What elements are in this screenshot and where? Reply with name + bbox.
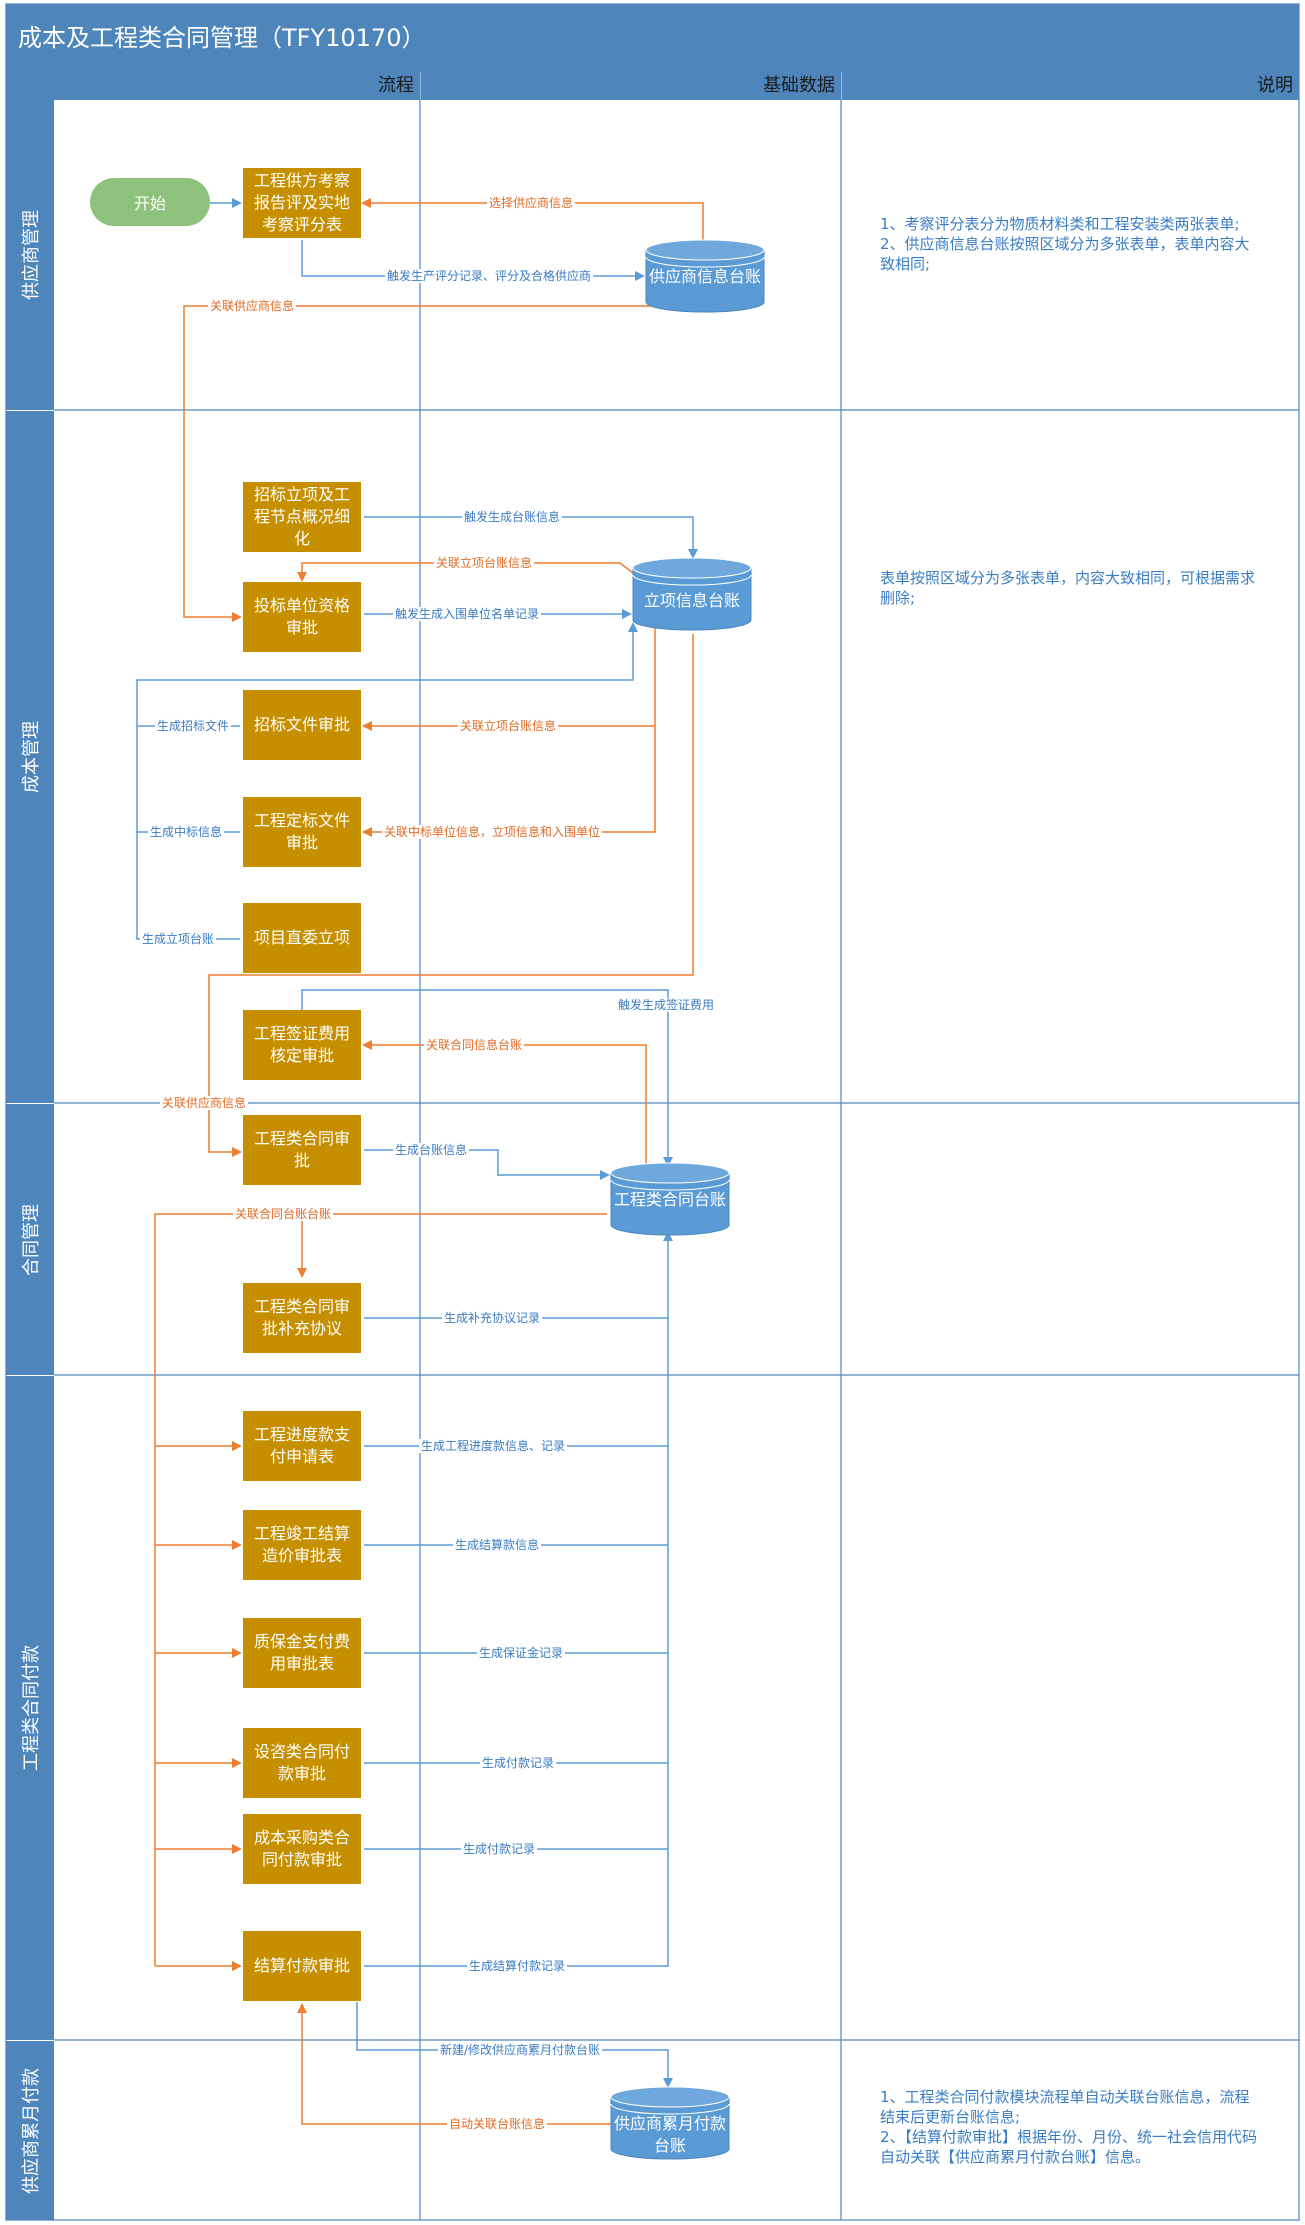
column-header-description: 说明	[842, 72, 1299, 100]
lane-cost-label: 成本管理	[21, 721, 42, 793]
task-award[interactable]: 工程定标文件审批	[243, 797, 361, 867]
note-monthly: 1、工程类合同付款模块流程单自动关联台账信息，流程结束后更新台账信息; 2、【结…	[880, 2088, 1258, 2166]
db-supplier-label: 供应商信息台账	[648, 267, 761, 286]
edge-label: 生成立项台账	[140, 932, 217, 946]
edge-label: 生成工程进度款信息、记录	[419, 1439, 568, 1453]
page-title: 成本及工程类合同管理（TFY10170）	[6, 4, 1299, 72]
db-project-label: 立项信息台账	[643, 591, 740, 610]
edge-label: 生成台账信息	[393, 1143, 470, 1157]
swimlane-grid	[5, 3, 1300, 2221]
task-contract[interactable]: 工程类合同审批	[243, 1115, 361, 1185]
edge-label: 自动关联台账信息	[447, 2117, 548, 2131]
task-design-payment[interactable]: 设咨类合同付款审批	[243, 1728, 361, 1798]
task-settlement-price[interactable]: 工程竣工结算造价审批表	[243, 1510, 361, 1580]
task-direct-project[interactable]: 项目直委立项	[243, 903, 361, 973]
column-header-flow: 流程	[6, 72, 420, 100]
edge-label: 关联合同信息台账	[424, 1038, 525, 1052]
lane-contract-label: 合同管理	[21, 1203, 42, 1276]
edge-label: 选择供应商信息	[487, 196, 576, 210]
db-contract[interactable]: 工程类合同台账	[611, 1163, 729, 1239]
lane-supplier-label: 供应商管理	[21, 210, 42, 300]
edge-label: 关联中标单位信息，立项信息和入围单位	[382, 825, 603, 839]
db-supplier[interactable]: 供应商信息台账	[646, 240, 764, 316]
lane-supplier: 供应商管理	[6, 100, 54, 410]
note-supplier: 1、考察评分表分为物质材料类和工程安装类两张表单; 2、供应商信息台账按照区域分…	[880, 215, 1250, 273]
db-contract-label: 工程类合同台账	[613, 1190, 726, 1209]
lane-contract: 合同管理	[6, 1104, 54, 1375]
task-qualification[interactable]: 投标单位资格审批	[243, 582, 361, 652]
task-visa-fee[interactable]: 工程签证费用核定审批	[243, 1010, 361, 1080]
edge-label: 生成补充协议记录	[442, 1311, 543, 1325]
note-cost: 表单按照区域分为多张表单，内容大致相同，可根据需求删除;	[880, 569, 1256, 607]
lane-payment-label: 工程类合同付款	[21, 1645, 42, 1771]
lane-monthly-payment: 供应商累月付款	[6, 2041, 54, 2220]
edge-label: 生成招标文件	[155, 719, 232, 733]
lane-monthly-label: 供应商累月付款	[21, 2067, 42, 2194]
edge-label: 生成结算款信息	[453, 1538, 542, 1552]
edge-label: 生成保证金记录	[477, 1646, 566, 1660]
task-bid-document[interactable]: 招标文件审批	[243, 690, 361, 760]
edge-label: 生成结算付款记录	[467, 1959, 568, 1973]
task-supplement[interactable]: 工程类合同审批补充协议	[243, 1283, 361, 1353]
edge-label: 关联合同台账台账	[233, 1207, 334, 1221]
edge-label: 关联供应商信息	[208, 299, 297, 313]
db-monthly-label: 供应商累月付款台账	[613, 2114, 726, 2155]
edge-label: 生成付款记录	[480, 1756, 557, 1770]
task-bid-setup[interactable]: 招标立项及工程节点概况细化	[243, 482, 361, 552]
edge-label: 生成中标信息	[148, 825, 225, 839]
lane-cost: 成本管理	[6, 411, 54, 1103]
edge-label: 触发生成台账信息	[462, 510, 563, 524]
db-shapes	[610, 239, 765, 2160]
task-purchase-payment[interactable]: 成本采购类合同付款审批	[243, 1814, 361, 1884]
edge-label: 关联立项台账信息	[458, 719, 559, 733]
edge-label: 关联立项台账信息	[434, 556, 535, 570]
edge-label: 触发生产评分记录、评分及合格供应商	[385, 269, 594, 283]
task-settlement-payment[interactable]: 结算付款审批	[243, 1931, 361, 2001]
edge-label: 触发生成入围单位名单记录	[393, 607, 542, 621]
lane-payment: 工程类合同付款	[6, 1376, 54, 2040]
db-monthly[interactable]: 供应商累月付款台账	[611, 2087, 729, 2163]
db-project[interactable]: 立项信息台账	[633, 558, 751, 634]
edge-label: 新建/修改供应商累月付款台账	[438, 2043, 603, 2057]
edge-label: 关联供应商信息	[160, 1096, 249, 1110]
task-warranty[interactable]: 质保金支付费用审批表	[243, 1618, 361, 1688]
task-progress-payment[interactable]: 工程进度款支付申请表	[243, 1411, 361, 1481]
edge-label: 触发生成签证费用	[616, 998, 717, 1012]
task-survey[interactable]: 工程供方考察报告评及实地考察评分表	[243, 168, 361, 238]
column-header-base-data: 基础数据	[421, 72, 841, 100]
edge-label: 生成付款记录	[461, 1842, 538, 1856]
start-node[interactable]: 开始	[90, 178, 210, 226]
